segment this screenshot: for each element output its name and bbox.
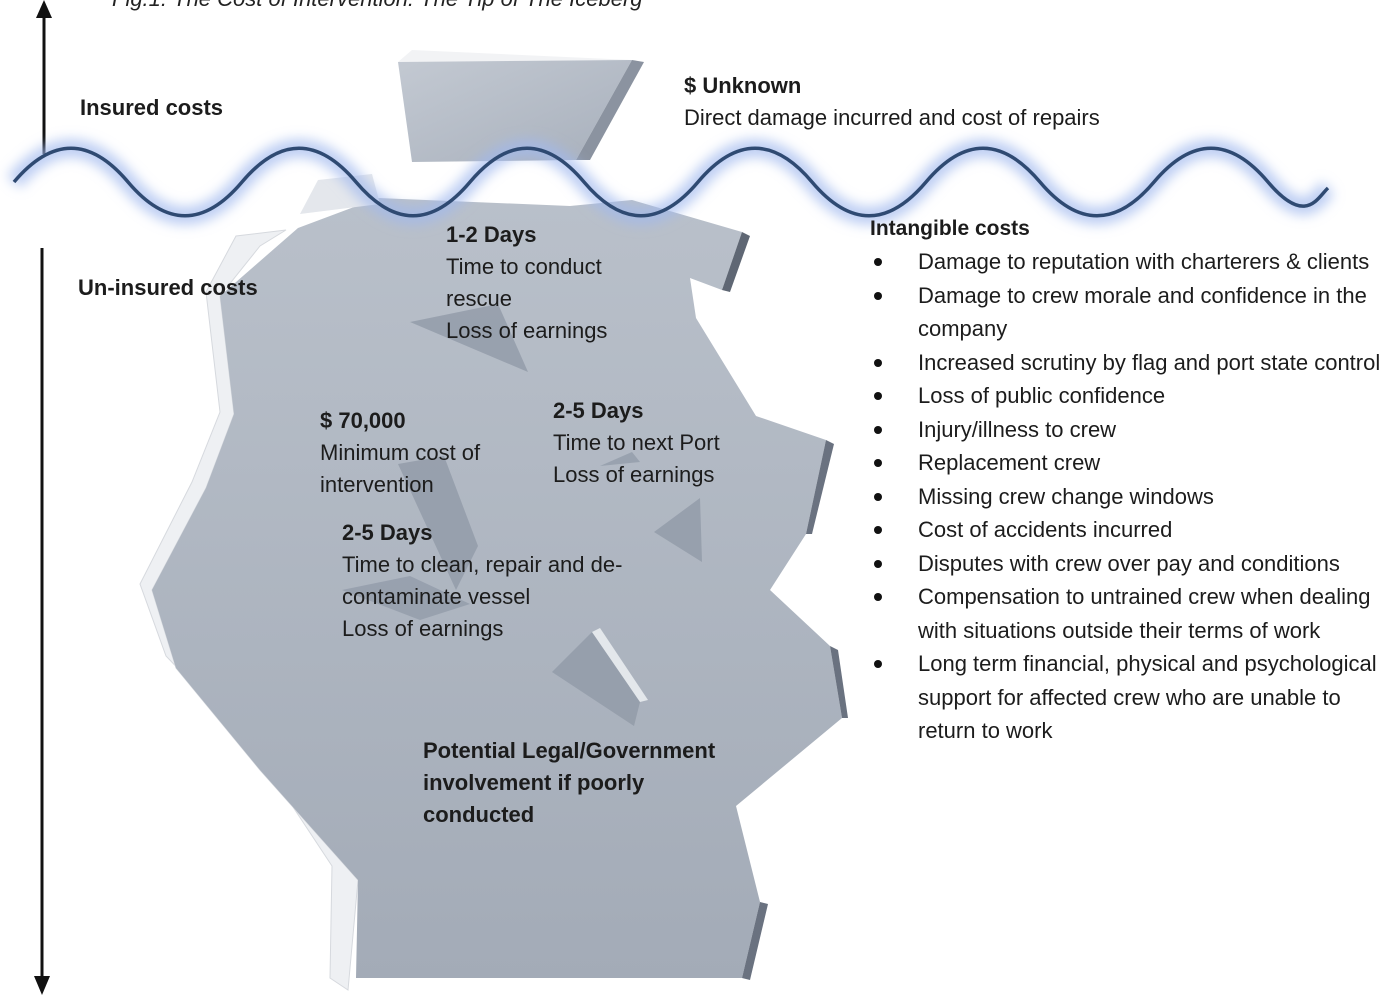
next-port-block: 2-5 Days Time to next Port Loss of earni…	[553, 395, 720, 491]
next-port-line: Loss of earnings	[553, 462, 715, 487]
rescue-time-block: 1-2 Days Time to conduct rescue Loss of …	[446, 219, 607, 347]
rescue-time-line: Loss of earnings	[446, 318, 608, 343]
legal-involvement-block: Potential Legal/Government involvement i…	[423, 735, 715, 831]
minimum-cost-line: intervention	[320, 472, 434, 497]
clean-repair-title: 2-5 Days	[342, 520, 433, 545]
intangible-cost-item: Cost of accidents incurred	[870, 513, 1388, 547]
insured-costs-label: Insured costs	[80, 95, 224, 120]
intangible-cost-item: Injury/illness to crew	[870, 413, 1388, 447]
unknown-cost-title: $ Unknown	[684, 73, 802, 98]
intangible-cost-item: Long term financial, physical and psycho…	[870, 647, 1388, 748]
rescue-time-title: 1-2 Days	[446, 222, 537, 247]
clean-repair-block: 2-5 Days Time to clean, repair and de- c…	[342, 517, 622, 645]
next-port-title: 2-5 Days	[553, 398, 644, 423]
water-line	[7, 139, 1335, 225]
clean-repair-line: Time to clean, repair and de-	[342, 552, 623, 577]
legal-involvement-line: involvement if poorly	[423, 770, 645, 795]
legal-involvement-line: conducted	[423, 802, 535, 827]
next-port-line: Time to next Port	[553, 430, 720, 455]
intangible-costs-list: Damage to reputation with charterers & c…	[870, 245, 1390, 748]
intangible-costs-panel: Intangible costs Damage to reputation wi…	[870, 213, 1390, 748]
uninsured-arrow	[34, 248, 50, 995]
intangible-cost-item: Replacement crew	[870, 446, 1388, 480]
clean-repair-line: contaminate vessel	[342, 584, 531, 609]
minimum-cost-block: $ 70,000 Minimum cost of intervention	[320, 405, 480, 501]
uninsured-costs-label: Un-insured costs	[78, 275, 258, 300]
intangible-cost-item: Damage to reputation with charterers & c…	[870, 245, 1388, 279]
intangible-cost-item: Loss of public confidence	[870, 379, 1388, 413]
legal-involvement-line: Potential Legal/Government	[423, 738, 716, 763]
minimum-cost-line: Minimum cost of	[320, 440, 481, 465]
minimum-cost-title: $ 70,000	[320, 408, 406, 433]
intangible-cost-item: Compensation to untrained crew when deal…	[870, 580, 1388, 647]
rescue-time-line: rescue	[446, 286, 513, 311]
unknown-cost-line: Direct damage incurred and cost of repai…	[684, 105, 1100, 130]
intangible-cost-item: Increased scrutiny by flag and port stat…	[870, 346, 1388, 380]
iceberg-facets	[342, 304, 702, 726]
figure-caption: Fig.1: The Cost of Intervention: The Tip…	[112, 0, 643, 12]
intangible-cost-item: Disputes with crew over pay and conditio…	[870, 547, 1388, 581]
iceberg-body	[139, 174, 848, 991]
intangible-cost-item: Missing crew change windows	[870, 480, 1388, 514]
intangible-cost-item: Damage to crew morale and confidence in …	[870, 279, 1388, 346]
iceberg-tip	[398, 50, 644, 162]
intangible-costs-title: Intangible costs	[870, 217, 1030, 240]
insured-arrow	[36, 0, 52, 154]
rescue-time-line: Time to conduct	[446, 254, 602, 279]
unknown-cost-block: $ Unknown Direct damage incurred and cos…	[684, 70, 1100, 134]
clean-repair-line: Loss of earnings	[342, 616, 504, 641]
